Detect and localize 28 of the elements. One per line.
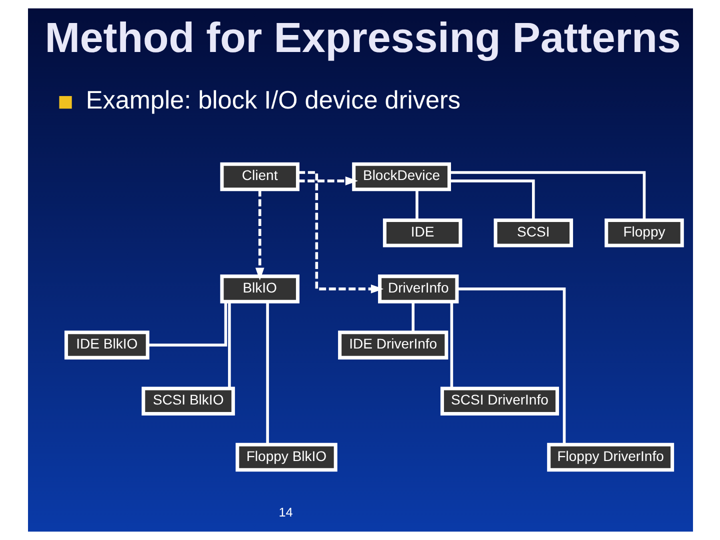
node-box: Floppy [604,218,684,248]
label: Example: block I/O device drivers [85,86,460,115]
arrow [254,190,264,280]
node-box: DriverInfo [378,274,458,304]
connector [266,302,268,444]
node-box: IDE [382,218,462,248]
diagram-title: Method for Expressing Patterns [44,14,680,61]
node-box: IDE BlkIO [64,330,149,360]
arrow [297,176,358,186]
node-box: Client [220,162,299,192]
node-box: Floppy BlkIO [235,442,337,472]
connector [449,180,534,220]
connector [415,190,418,220]
node-box: BlkIO [220,274,299,304]
connector [456,288,566,445]
connector [449,171,646,220]
node-box: IDE DriverInfo [338,330,448,360]
arrow [298,171,384,294]
node-box: SCSI BlkIO [141,386,234,416]
connector [147,302,227,346]
node-box: SCSI [493,218,573,248]
node-box: BlockDevice [352,162,450,192]
connector [450,302,453,388]
node-box: SCSI DriverInfo [440,386,559,416]
label: 14 [278,506,292,520]
node-box: Floppy DriverInfo [546,442,674,472]
connector [411,302,414,332]
connector [228,302,230,388]
